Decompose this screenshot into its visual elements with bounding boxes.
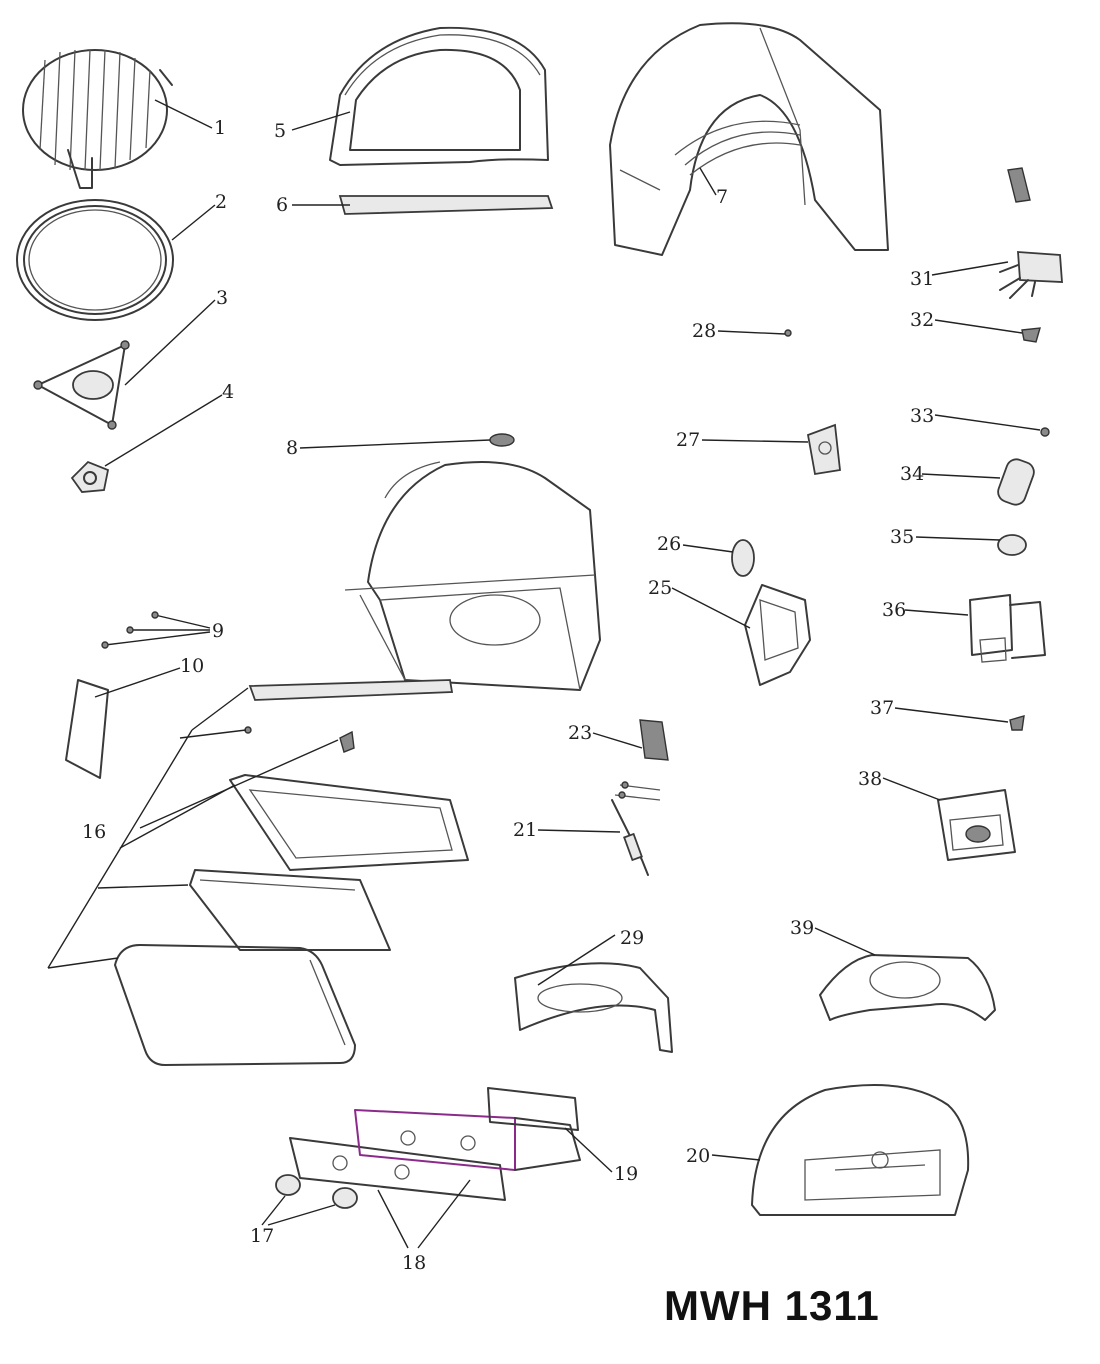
leader-29 — [537, 934, 616, 986]
leader-18b — [417, 1179, 471, 1249]
callout-34: 34 — [900, 463, 924, 485]
part-25-bracket — [744, 584, 811, 686]
callout-5: 5 — [274, 120, 286, 142]
callout-26: 26 — [657, 533, 681, 555]
part-38-transformer — [937, 789, 1016, 861]
leader-33 — [934, 414, 1041, 431]
leader-34 — [921, 473, 1001, 479]
part-4-coupler — [70, 460, 110, 493]
part-10-cover-plate — [65, 679, 109, 779]
part-34-capacitor — [997, 458, 1035, 506]
part-33-screw — [1040, 427, 1050, 437]
part-top-right-clip — [1007, 167, 1031, 203]
callout-21: 21 — [513, 819, 537, 841]
part-3-roller-support — [33, 340, 130, 430]
part-7-outer-cabinet — [609, 22, 889, 256]
cavity-assembly — [344, 461, 601, 691]
part-29-air-duct — [514, 962, 673, 1053]
callout-6: 6 — [276, 194, 288, 216]
part-6-trim-strip — [338, 195, 554, 215]
leader-18a — [377, 1189, 409, 1249]
leader-27 — [701, 439, 809, 443]
leader-7 — [699, 167, 717, 196]
leader-17a — [261, 1195, 286, 1226]
callout-23: 23 — [568, 722, 592, 744]
door-leaders — [47, 687, 339, 969]
part-26-lamp — [731, 539, 755, 577]
callout-27: 27 — [676, 429, 700, 451]
callout-28: 28 — [692, 320, 716, 342]
callout-29: 29 — [620, 927, 644, 949]
callout-7: 7 — [716, 186, 728, 208]
leader-17b — [267, 1204, 336, 1226]
part-39-base-bracket — [819, 954, 996, 1021]
callout-37: 37 — [870, 697, 894, 719]
leader-35 — [915, 536, 1001, 541]
part-35-thermostat — [997, 534, 1027, 556]
callout-19: 19 — [614, 1163, 638, 1185]
callout-4: 4 — [222, 381, 234, 403]
leader-1 — [154, 99, 213, 129]
callout-2: 2 — [215, 191, 227, 213]
door-assembly-16 — [114, 679, 469, 1066]
leader-21 — [537, 829, 621, 833]
callout-36: 36 — [882, 599, 906, 621]
control-panel-assembly — [275, 1087, 581, 1209]
callout-31: 31 — [910, 268, 934, 290]
leader-38 — [882, 777, 941, 801]
callout-32: 32 — [910, 309, 934, 331]
leader-26 — [682, 544, 734, 553]
callout-39: 39 — [790, 917, 814, 939]
callout-25: 25 — [648, 577, 672, 599]
callout-33: 33 — [910, 405, 934, 427]
callout-3: 3 — [216, 287, 228, 309]
model-title: MWH 1311 — [664, 1282, 880, 1329]
callout-9: 9 — [212, 620, 224, 642]
callout-20: 20 — [686, 1145, 710, 1167]
callout-8: 8 — [286, 437, 298, 459]
callout-18: 18 — [402, 1252, 426, 1274]
leader-25 — [671, 587, 751, 629]
part-5-arched-panel — [329, 26, 549, 166]
part-21-fuse-holder — [611, 799, 649, 876]
callout-38: 38 — [858, 768, 882, 790]
part-20-back-panel — [751, 1084, 970, 1216]
leader-32 — [934, 319, 1023, 334]
callout-1: 1 — [214, 117, 226, 139]
callout-16: 16 — [82, 821, 106, 843]
leader-31 — [931, 261, 1009, 276]
leader-5 — [291, 111, 351, 131]
part-1-grill-rack — [22, 49, 173, 189]
part-37-clip — [1009, 715, 1025, 731]
part-36-magnetron — [969, 594, 1046, 663]
leader-37 — [894, 707, 1009, 723]
callout-10: 10 — [180, 655, 204, 677]
part-32-bracket — [1021, 327, 1041, 343]
leader-20 — [711, 1154, 761, 1161]
part-27-switch — [806, 423, 841, 476]
part-31-fan-motor — [999, 251, 1063, 299]
leader-3 — [124, 299, 216, 386]
leader-10 — [94, 667, 181, 698]
leader-8 — [299, 439, 491, 449]
leader-4 — [104, 394, 223, 467]
leader-2 — [171, 204, 216, 241]
part-2-roller-ring — [16, 199, 174, 321]
part-28-screw — [784, 329, 792, 337]
callout-35: 35 — [890, 526, 914, 548]
part-23-interlock-switch — [614, 719, 669, 801]
leader-28 — [717, 330, 786, 335]
leader-39 — [814, 927, 876, 956]
leader-19 — [564, 1127, 613, 1173]
part-9-screws — [101, 611, 211, 649]
leader-36 — [904, 609, 969, 616]
callout-17: 17 — [250, 1225, 274, 1247]
part-8-connector — [489, 433, 515, 447]
leader-23 — [592, 732, 643, 749]
